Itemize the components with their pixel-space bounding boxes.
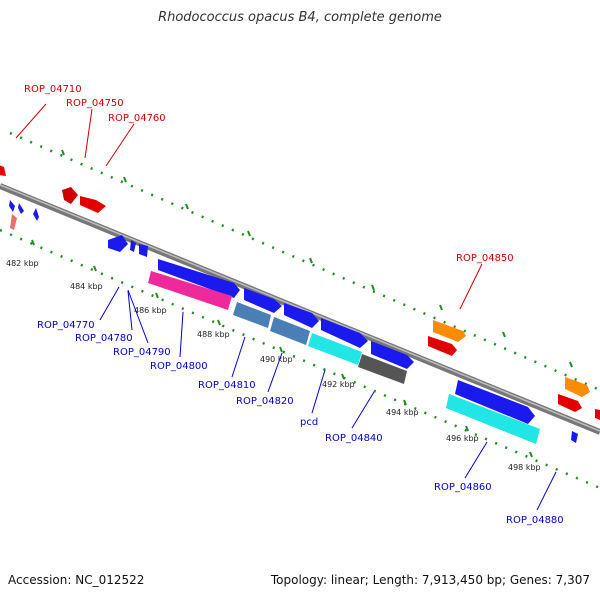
gene-red-4 [428, 336, 457, 356]
kbp-labels: 482 kbp 484 kbp 486 kbp 488 kbp 490 kbp … [6, 259, 541, 472]
gene-label-rop-04780: ROP_04780 [75, 333, 133, 344]
kbp-label: 498 kbp [508, 463, 541, 472]
gene-label-rop-04880: ROP_04880 [506, 515, 564, 526]
kbp-label: 484 kbp [70, 282, 103, 291]
gene-label-rop-04790: ROP_04790 [113, 347, 171, 358]
gene-red-5 [558, 394, 582, 412]
bottom-gene-labels[interactable]: ROP_04770 ROP_04780 ROP_04790 ROP_04800 … [37, 320, 564, 526]
gene-label-pcd: pcd [300, 417, 318, 428]
kbp-label: 496 kbp [446, 434, 479, 443]
upper-major-ticks [61, 149, 573, 368]
lower-major-ticks [31, 239, 533, 458]
kbp-label: 482 kbp [6, 259, 39, 268]
kbp-label: 494 kbp [386, 408, 419, 417]
gene-red-2 [62, 187, 78, 204]
kbp-label: 490 kbp [260, 355, 293, 364]
gene-blue-small-2 [18, 203, 24, 214]
lower-dotted-track [0, 228, 600, 490]
gene-blue-small-4 [571, 431, 578, 443]
gene-cyan-2 [446, 394, 540, 444]
gene-blue-2 [130, 240, 136, 252]
gene-label-rop-04770: ROP_04770 [37, 320, 95, 331]
upper-strand-genes[interactable] [0, 164, 600, 420]
gene-cyan-1 [308, 333, 362, 365]
gene-orange-1 [433, 320, 466, 342]
accession-text: Accession: NC_012522 [8, 573, 145, 587]
gene-blue-1 [108, 235, 128, 252]
gene-label-rop-04820: ROP_04820 [236, 396, 294, 407]
gene-label-rop-04800: ROP_04800 [150, 361, 208, 372]
gene-steel-1 [233, 302, 271, 328]
gene-blue-small-1 [9, 200, 15, 212]
gene-pink-small [10, 214, 17, 230]
gene-label-rop-04850: ROP_04850 [456, 253, 514, 264]
top-gene-labels[interactable]: ROP_04710 ROP_04750 ROP_04760 ROP_04850 [24, 84, 514, 264]
gene-magenta [148, 271, 232, 310]
gene-label-rop-04840: ROP_04840 [325, 433, 383, 444]
gene-blue-8 [371, 341, 414, 369]
kbp-label: 488 kbp [197, 330, 230, 339]
kbp-label: 486 kbp [134, 306, 167, 315]
bottom-leader-lines [99, 286, 557, 511]
gene-red-6 [595, 409, 600, 420]
gene-label-rop-04710: ROP_04710 [24, 84, 82, 95]
gene-orange-2 [565, 377, 590, 397]
top-leader-lines [15, 103, 483, 310]
genome-stats-text: Topology: linear; Length: 7,913,450 bp; … [270, 573, 590, 587]
gene-blue-5 [244, 288, 282, 313]
gene-blue-4 [158, 259, 240, 298]
kbp-label: 492 kbp [322, 380, 355, 389]
gene-blue-9 [455, 380, 535, 424]
genome-backbone-highlight [0, 184, 600, 432]
genome-title: Rhodococcus opacus B4, complete genome [158, 10, 442, 25]
gene-gray [358, 354, 407, 384]
gene-blue-small-3 [33, 208, 39, 221]
gene-red-3 [80, 196, 106, 213]
gene-label-rop-04750: ROP_04750 [66, 98, 124, 109]
gene-blue-6 [284, 303, 319, 328]
gene-blue-3 [139, 244, 148, 257]
gene-label-rop-04860: ROP_04860 [434, 482, 492, 493]
gene-label-rop-04810: ROP_04810 [198, 380, 256, 391]
gene-blue-7 [321, 318, 368, 348]
gene-steel-2 [270, 317, 310, 345]
gene-label-rop-04760: ROP_04760 [108, 113, 166, 124]
lower-strand-genes[interactable] [9, 200, 578, 444]
gene-red-1 [0, 165, 6, 176]
